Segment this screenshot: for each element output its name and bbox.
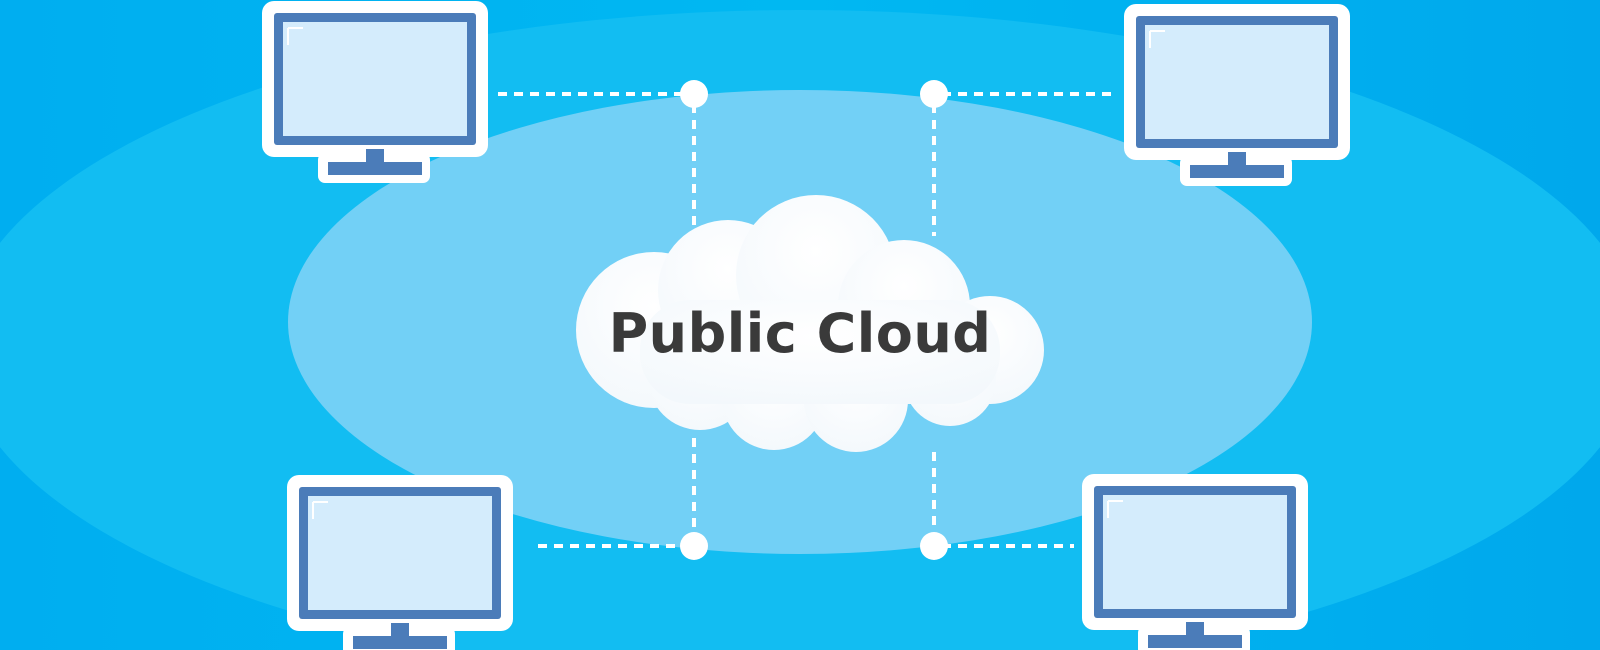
monitor-icon-top-left bbox=[261, 0, 489, 184]
node-dot-bottom-right bbox=[920, 532, 948, 560]
node-dot-top-right bbox=[920, 80, 948, 108]
cloud-icon bbox=[576, 195, 1044, 452]
node-dot-bottom-left bbox=[680, 532, 708, 560]
connector-nodes bbox=[680, 80, 948, 560]
monitor-icon-bottom-right bbox=[1081, 473, 1309, 650]
cloud-label: Public Cloud bbox=[608, 301, 992, 365]
monitor-icon-bottom-left bbox=[286, 474, 514, 650]
node-dot-top-left bbox=[680, 80, 708, 108]
connectors bbox=[498, 92, 1112, 548]
monitor-icon-top-right bbox=[1123, 3, 1351, 187]
